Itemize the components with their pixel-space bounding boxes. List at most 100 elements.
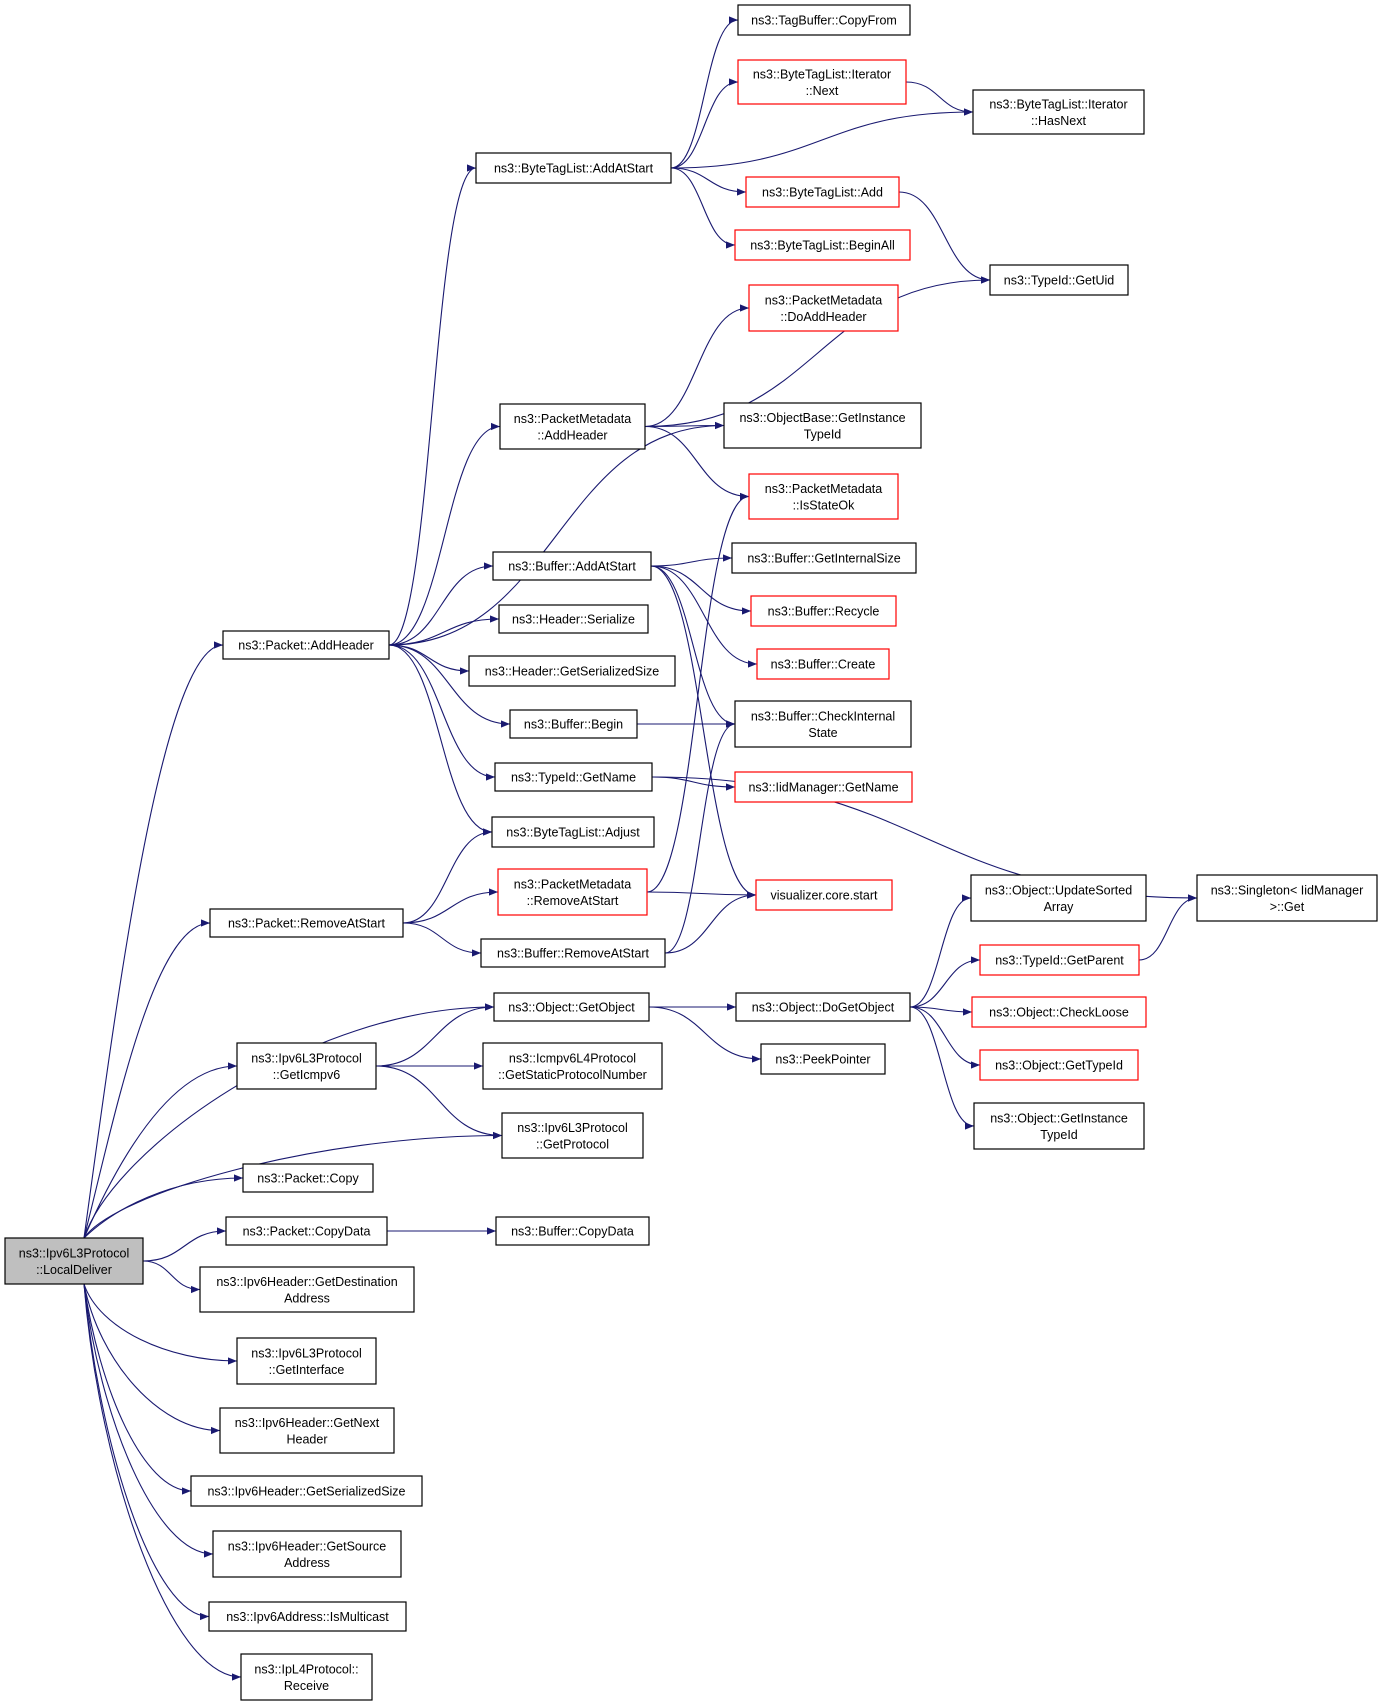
node-box (748, 473, 899, 520)
node-label: ns3::ByteTagList::Add (762, 186, 883, 200)
node-box (219, 1407, 395, 1454)
node-pm_doaddheader[interactable]: ns3::PacketMetadata::DoAddHeader (748, 284, 899, 332)
node-peekpointer[interactable]: ns3::PeekPointer (760, 1043, 886, 1075)
node-ipv6l3_geticmpv6[interactable]: ns3::Ipv6L3Protocol::GetIcmpv6 (236, 1042, 377, 1090)
node-header_getserializedsize[interactable]: ns3::Header::GetSerializedSize (468, 655, 676, 687)
node-btl_addatstart[interactable]: ns3::ByteTagList::AddAtStart (475, 152, 672, 184)
node-box (468, 655, 676, 687)
node-label: ns3::Buffer::RemoveAtStart (497, 947, 649, 961)
node-buffer_recycle[interactable]: ns3::Buffer::Recycle (750, 595, 897, 627)
node-label: ns3::Header::Serialize (512, 613, 635, 627)
node-pm_addheader[interactable]: ns3::PacketMetadata::AddHeader (499, 403, 646, 450)
node-typeid_getparent[interactable]: ns3::TypeId::GetParent (979, 944, 1140, 976)
edge-object_dogetobject-to-object_gettypeid (909, 1006, 981, 1069)
node-header_serialize[interactable]: ns3::Header::Serialize (498, 604, 649, 634)
node-box (242, 1163, 374, 1193)
edge-btl_addatstart-to-btl_add (670, 167, 747, 196)
node-ipv6address_ismulticast[interactable]: ns3::Ipv6Address::IsMulticast (208, 1601, 407, 1632)
node-label: ns3::Packet::Copy (257, 1172, 359, 1186)
node-box (480, 938, 666, 968)
node-label: State (808, 726, 837, 740)
node-btl_add[interactable]: ns3::ByteTagList::Add (745, 176, 900, 208)
node-btl_iter_next[interactable]: ns3::ByteTagList::Iterator::Next (737, 59, 907, 105)
edge-root-to-packet_copydata (142, 1227, 227, 1262)
node-ipv6header_getserializedsize[interactable]: ns3::Ipv6Header::GetSerializedSize (190, 1475, 423, 1507)
node-label: Header (287, 1432, 328, 1446)
edge-packet_addheader-to-btl_addatstart (388, 164, 477, 646)
node-icmpv6l4_getstaticprotocolnumber[interactable]: ns3::Icmpv6L4Protocol::GetStaticProtocol… (482, 1042, 663, 1090)
node-box (190, 1475, 423, 1507)
edge-packet_addheader-to-pm_addheader (388, 422, 501, 646)
node-ipl4protocol_receive[interactable]: ns3::IpL4Protocol::Receive (240, 1653, 373, 1701)
node-label: ns3::Buffer::CheckInternal (751, 709, 895, 723)
node-box (495, 1216, 650, 1246)
node-object_gettypeid[interactable]: ns3::Object::GetTypeId (979, 1049, 1139, 1081)
edge-packet_removeatstart-to-buffer_removeatstart (402, 922, 482, 957)
node-pm_removeatstart[interactable]: ns3::PacketMetadata::RemoveAtStart (497, 868, 648, 916)
node-tagbuffer_copyfrom[interactable]: ns3::TagBuffer::CopyFrom (737, 4, 911, 36)
node-packet_copydata[interactable]: ns3::Packet::CopyData (225, 1216, 388, 1246)
node-ipv6l3_getprotocol[interactable]: ns3::Ipv6L3Protocol::GetProtocol (501, 1112, 644, 1159)
edge-buffer_addatstart-to-buffer_recycle (650, 565, 752, 615)
node-iidmanager_getname[interactable]: ns3::IidManager::GetName (734, 771, 913, 803)
edge-btl_add-to-typeid_getuid (898, 191, 991, 284)
node-box (491, 816, 655, 848)
node-buffer_addatstart[interactable]: ns3::Buffer::AddAtStart (492, 551, 652, 581)
node-label: ::GetInterface (269, 1363, 345, 1377)
node-ipv6l3_getinterface[interactable]: ns3::Ipv6L3Protocol::GetInterface (236, 1337, 377, 1385)
node-btl_beginall[interactable]: ns3::ByteTagList::BeginAll (734, 229, 911, 261)
node-typeid_getuid[interactable]: ns3::TypeId::GetUid (989, 264, 1129, 296)
edge-ipv6l3_geticmpv6-to-object_getobject (375, 1003, 495, 1067)
edge-root-to-ipv6header_getsourceaddress (83, 1283, 214, 1558)
node-buffer_create[interactable]: ns3::Buffer::Create (756, 648, 890, 680)
node-box (4, 1237, 144, 1285)
node-typeid_getname[interactable]: ns3::TypeId::GetName (494, 762, 653, 792)
node-singleton_iidmanager_get[interactable]: ns3::Singleton< IidManager>::Get (1196, 874, 1378, 922)
node-packet_copy[interactable]: ns3::Packet::Copy (242, 1163, 374, 1193)
node-label: >::Get (1270, 900, 1305, 914)
node-btl_adjust[interactable]: ns3::ByteTagList::Adjust (491, 816, 655, 848)
node-buffer_removeatstart[interactable]: ns3::Buffer::RemoveAtStart (480, 938, 666, 968)
node-object_dogetobject[interactable]: ns3::Object::DoGetObject (735, 992, 911, 1022)
node-box (236, 1337, 377, 1385)
node-btl_iter_hasnext[interactable]: ns3::ByteTagList::Iterator::HasNext (972, 89, 1145, 135)
edge-root-to-ipv6l3_geticmpv6 (83, 1062, 238, 1239)
edge-ipv6l3_geticmpv6-to-ipv6l3_getprotocol (375, 1065, 503, 1140)
node-label: visualizer.core.start (771, 889, 879, 903)
node-label: ns3::TagBuffer::CopyFrom (751, 14, 897, 28)
node-label: ::RemoveAtStart (527, 894, 619, 908)
node-label: ns3::ByteTagList::Iterator (989, 97, 1127, 111)
edge-root-to-packet_copy (83, 1174, 244, 1239)
node-label: ns3::Object::CheckLoose (989, 1006, 1129, 1020)
node-buffer_copydata[interactable]: ns3::Buffer::CopyData (495, 1216, 650, 1246)
node-packet_removeatstart[interactable]: ns3::Packet::RemoveAtStart (209, 908, 404, 938)
node-label: ns3::Header::GetSerializedSize (485, 665, 659, 679)
edge-packet_addheader-to-btl_adjust (388, 644, 493, 836)
node-packet_addheader[interactable]: ns3::Packet::AddHeader (222, 630, 390, 660)
node-label: Address (284, 1291, 330, 1305)
node-buffer_begin[interactable]: ns3::Buffer::Begin (509, 709, 638, 739)
node-object_getobject[interactable]: ns3::Object::GetObject (493, 992, 650, 1022)
node-label: ns3::Buffer::AddAtStart (508, 560, 636, 574)
node-buffer_getinternalsize[interactable]: ns3::Buffer::GetInternalSize (731, 542, 917, 574)
node-pm_isstateok[interactable]: ns3::PacketMetadata::IsStateOk (748, 473, 899, 520)
node-label: ::Next (806, 84, 839, 98)
node-label: Receive (284, 1679, 329, 1693)
edge-object_dogetobject-to-object_checkloose (909, 1006, 973, 1016)
node-visualizer_core_start[interactable]: visualizer.core.start (755, 879, 893, 911)
edge-btl_addatstart-to-btl_iter_hasnext (670, 108, 974, 169)
node-label: ns3::Ipv6Header::GetDestination (216, 1275, 397, 1289)
node-box (499, 403, 646, 450)
node-object_checkloose[interactable]: ns3::Object::CheckLoose (971, 996, 1147, 1028)
edges (83, 16, 1198, 1681)
node-box (979, 944, 1140, 976)
node-label: ns3::TypeId::GetUid (1004, 274, 1115, 288)
edge-root-to-ipv6l3_getprotocol (83, 1131, 503, 1239)
